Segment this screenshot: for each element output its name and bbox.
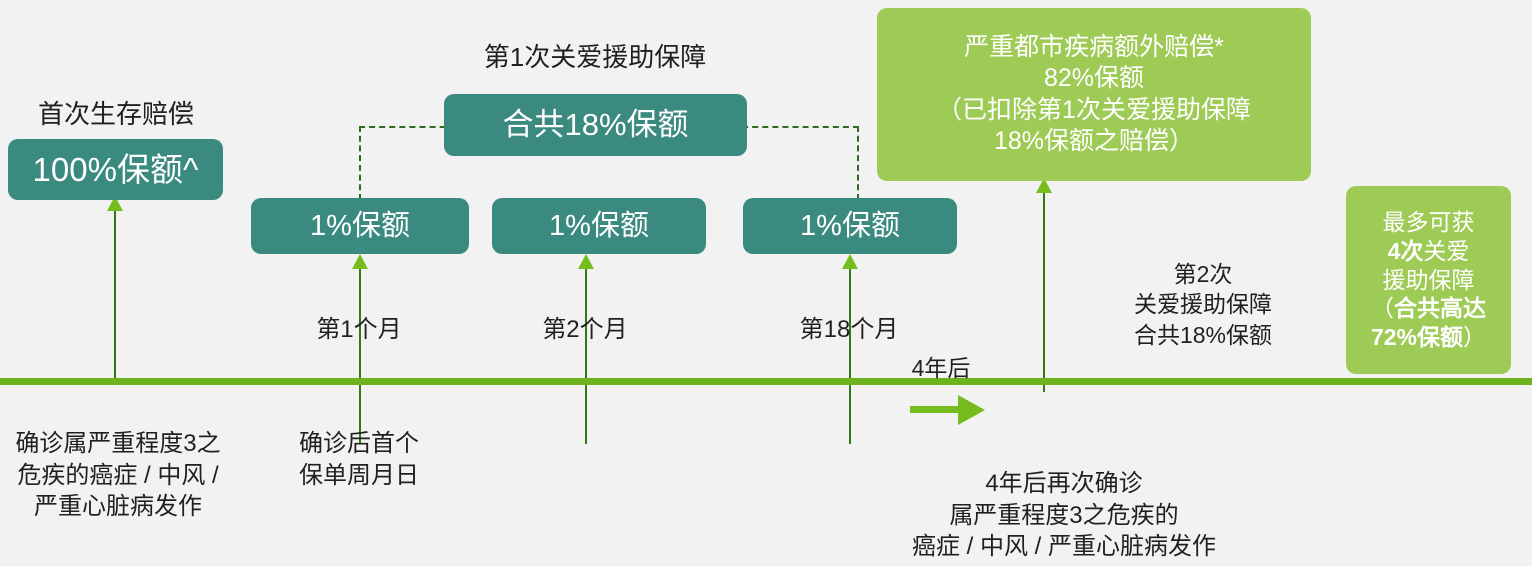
box-care-total-label: 合共18%保额: [502, 107, 689, 143]
bottom-left-line-1: 确诊属严重程度3之: [15, 430, 221, 457]
box-severe-urban-disease-text: 严重都市疾病额外赔偿* 82%保额 （已扣除第1次关爱援助保障 18%保额之赔偿…: [877, 32, 1311, 158]
severe-urban-line-1: 严重都市疾病额外赔偿*: [964, 32, 1224, 61]
arrow-line-month-1: [359, 258, 361, 382]
box-survival-payout: 100%保额^: [8, 139, 223, 200]
box-monthly-payout-2-label: 1%保额: [549, 209, 649, 242]
heading-first-care-support: 第1次关爱援助保障: [483, 42, 707, 72]
max-claims-line-2-rest: 关爱: [1423, 237, 1470, 264]
first-policy-line-1: 确诊后首个: [299, 430, 419, 457]
four-year-arrow-head: [958, 395, 985, 425]
box-monthly-payout-2: 1%保额: [492, 198, 706, 254]
four-year-arrow-shaft: [910, 406, 965, 413]
severe-urban-line-2: 82%保额: [1043, 64, 1145, 92]
annotation-first-policy-monthiversary: 确诊后首个 保单周月日: [259, 428, 459, 491]
bracket-right-line: [857, 126, 859, 200]
rediagnosis-line-1: 4年后再次确诊: [985, 470, 1143, 497]
second-care-line-3: 合共18%保额: [1133, 321, 1273, 348]
arrow-line-survival: [114, 200, 116, 382]
box-severe-urban-disease: 严重都市疾病额外赔偿* 82%保额 （已扣除第1次关爱援助保障 18%保额之赔偿…: [877, 8, 1311, 181]
first-policy-line-2: 保单周月日: [299, 461, 419, 489]
label-after-four-years: 4年后: [911, 355, 971, 381]
arrow-head-month-2: [578, 254, 594, 269]
box-max-claims-text: 最多可获 4次关爱 援助保障 （合共高达 72%保额）: [1346, 208, 1511, 353]
max-claims-paren-close: ）: [1463, 324, 1487, 351]
heading-first-survival: 首次生存赔偿: [37, 99, 194, 129]
severe-urban-line-3: （已扣除第1次关爱援助保障: [937, 95, 1251, 124]
label-month-18: 第18个月: [799, 316, 899, 343]
max-claims-line-1: 最多可获: [1382, 208, 1475, 235]
box-monthly-payout-3: 1%保额: [743, 198, 957, 254]
box-monthly-payout-1: 1%保额: [251, 198, 469, 254]
arrow-head-month-1: [352, 254, 368, 269]
severe-urban-line-4: 18%保额之赔偿）: [993, 127, 1195, 155]
box-monthly-payout-1-label: 1%保额: [310, 209, 410, 242]
max-claims-line-3: 援助保障: [1382, 266, 1475, 293]
annotation-second-care: 第2次 关爱援助保障 合共18%保额: [1093, 259, 1313, 350]
bracket-left-line: [359, 126, 361, 200]
rediagnosis-line-2: 属严重程度3之危疾的: [949, 501, 1179, 529]
box-monthly-payout-3-label: 1%保额: [800, 209, 900, 242]
arrow-head-severe-urban: [1036, 178, 1052, 193]
arrow-line-severe-urban: [1043, 182, 1045, 392]
max-claims-count: 4次: [1387, 237, 1424, 264]
label-month-2: 第2个月: [542, 316, 628, 343]
tick-line-month-1: [359, 382, 361, 444]
second-care-line-2: 关爱援助保障: [1134, 291, 1272, 318]
max-claims-total: 72%保额: [1370, 324, 1464, 351]
tick-line-month-18: [849, 382, 851, 444]
arrow-line-month-18: [849, 258, 851, 382]
box-max-claims: 最多可获 4次关爱 援助保障 （合共高达 72%保额）: [1346, 186, 1511, 374]
bottom-left-line-2: 危疾的癌症 / 中风 /: [17, 461, 219, 489]
max-claims-paren-open: （: [1371, 295, 1394, 322]
arrow-head-month-18: [842, 254, 858, 269]
box-care-total: 合共18%保额: [444, 94, 747, 156]
tick-line-month-2: [585, 382, 587, 444]
second-care-line-1: 第2次: [1173, 261, 1233, 287]
arrow-line-month-2: [585, 258, 587, 382]
annotation-rediagnosis: 4年后再次确诊 属严重程度3之危疾的 癌症 / 中风 / 严重心脏病发作: [864, 468, 1264, 563]
annotation-initial-diagnosis: 确诊属严重程度3之 危疾的癌症 / 中风 / 严重心脏病发作: [3, 428, 233, 523]
max-claims-line-4-bold: 合共高达: [1394, 295, 1486, 322]
bottom-left-line-3: 严重心脏病发作: [34, 493, 202, 521]
rediagnosis-line-3: 癌症 / 中风 / 严重心脏病发作: [911, 533, 1216, 561]
timeline-axis: [0, 378, 1532, 385]
box-survival-payout-label: 100%保额^: [32, 150, 199, 188]
label-month-1: 第1个月: [316, 316, 402, 343]
